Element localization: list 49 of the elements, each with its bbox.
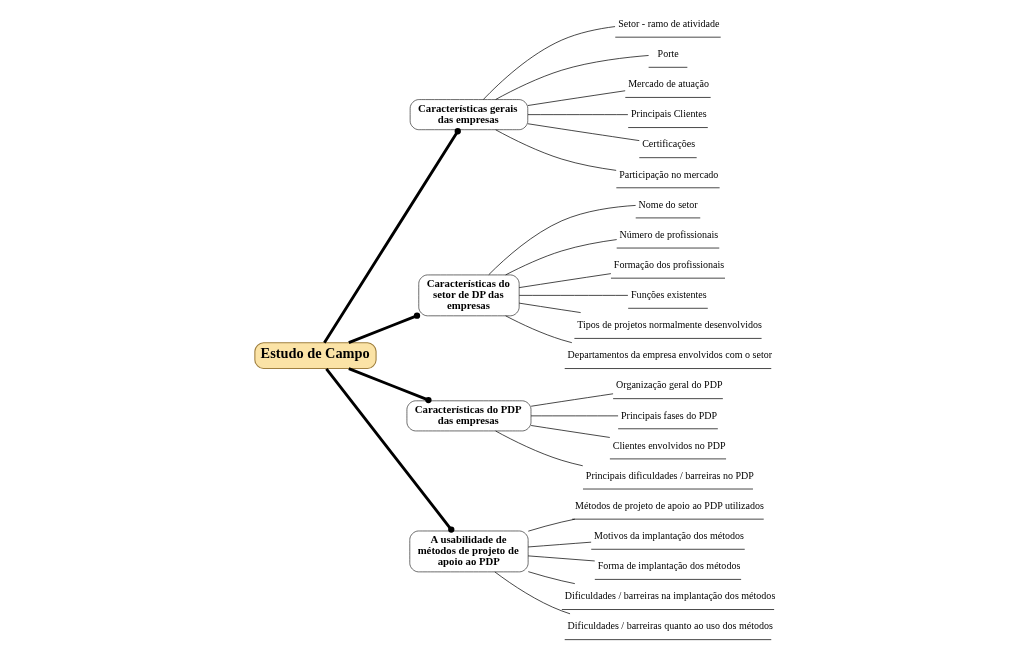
node-text: Principais Clientes [631, 108, 707, 120]
connector [488, 205, 636, 276]
node-text: Formação dos profissionais [613, 258, 725, 270]
connector [527, 571, 576, 584]
connector [527, 90, 626, 106]
node-box: Estudo de Campo [254, 342, 377, 370]
connector [527, 518, 576, 532]
node-text: Dificuldades / barreiras quanto ao uso dos métodos [567, 620, 773, 632]
connector [527, 541, 592, 548]
node-box: A usabilidade de métodos de projeto de apoio ao PDP [409, 530, 529, 573]
connector [348, 312, 421, 345]
connector [495, 430, 584, 467]
node-text: Departamentos da empresa envolvidos com o setor [567, 349, 773, 361]
connector [495, 129, 617, 171]
connector [527, 123, 640, 141]
connector [530, 425, 611, 438]
node-box: Características do setor de DP das empresas [418, 274, 520, 317]
connector [505, 239, 618, 276]
node-text: Nome do setor [638, 198, 698, 210]
node-text: Tipos de projetos normalmente desenvolvidos [577, 319, 762, 331]
connector [527, 114, 629, 115]
connector [527, 555, 596, 562]
node-text: Certificações [642, 138, 696, 150]
node-text: Funções existentes [631, 289, 707, 301]
node-text: Dificuldades / barreiras na implantação dos métodos [564, 590, 776, 602]
connector [325, 367, 455, 533]
node-text: Porte [657, 48, 679, 60]
connector [323, 128, 461, 344]
connector [494, 571, 571, 615]
node-text: Mercado de atuação [628, 78, 709, 90]
node-box: Características gerais das empresas [409, 99, 529, 131]
connector [530, 393, 614, 407]
connector [348, 367, 432, 404]
connector [505, 315, 573, 344]
connector [518, 273, 612, 288]
node-text: Forma de implantação dos métodos [597, 560, 741, 572]
node-text: Organização geral do PDP [615, 379, 723, 391]
node-text: Principais dificuldades / barreiras no PDP [585, 469, 754, 481]
node-text: Principais fases do PDP [621, 409, 718, 421]
connector [518, 302, 582, 313]
connector [482, 26, 616, 100]
node-text: Setor - ramo de atividade [618, 17, 720, 29]
node-box: Características do PDP das empresas [406, 400, 532, 432]
node-text: Número de profissionais [619, 228, 719, 240]
node-text: Motivos da implantação dos métodos [594, 530, 745, 542]
node-text: Participação no mercado [619, 168, 719, 180]
connector [495, 55, 649, 100]
node-text: Métodos de projeto de apoio ao PDP utilizados [575, 499, 764, 511]
node-text: Clientes envolvidos no PDP [612, 439, 726, 451]
